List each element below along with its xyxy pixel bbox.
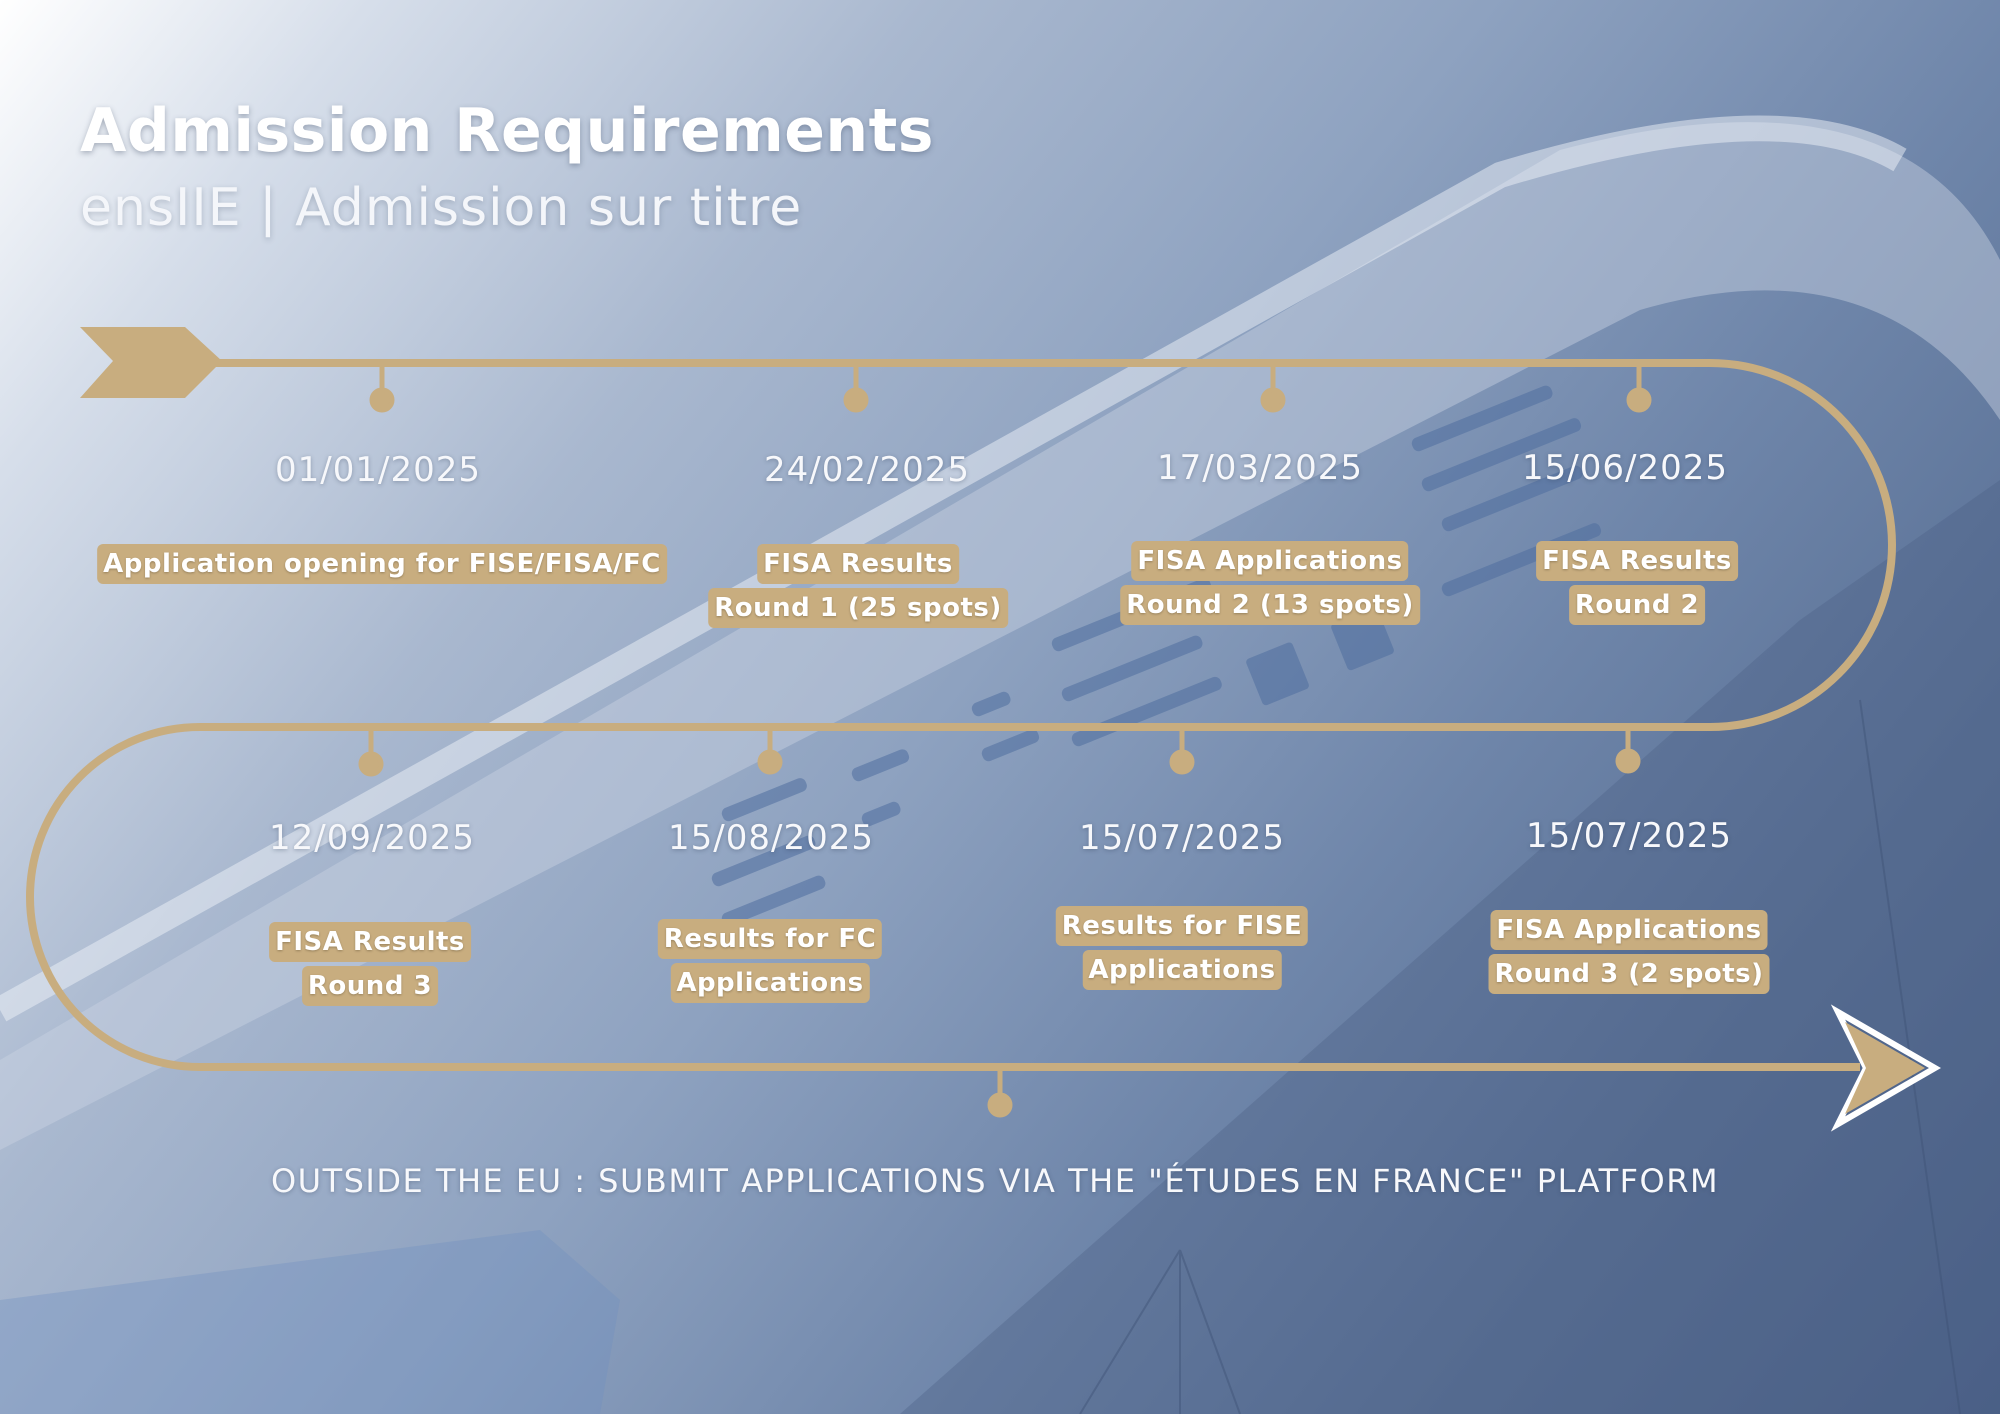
connector-dot [1169,749,1195,775]
milestone-label-line: Results for FC [657,919,883,959]
milestone-label: FISA Applications Round 3 (2 spots) [1488,910,1770,998]
milestone-label-line: Round 3 (2 spots) [1488,954,1770,994]
milestone-label-line: FISA Applications [1131,541,1409,581]
milestone-label: Results for FC Applications [657,919,883,1007]
page-subtitle: ensIIE | Admission sur titre [80,178,803,238]
page-title: Admission Requirements [80,96,935,166]
milestone-label-line: Round 2 [1568,585,1706,625]
connector-dot [843,387,869,413]
start-arrow-icon [80,327,222,398]
milestone-label-line: FISA Results [757,544,959,584]
milestone-date: 01/01/2025 [275,450,481,490]
milestone-label-line: Applications [1082,950,1282,990]
milestone-label-line: FISA Applications [1490,910,1768,950]
milestone-label: FISA Results Round 1 (25 spots) [708,544,1008,632]
connector-dot [1626,387,1652,413]
connector-dot-group [358,365,1652,1118]
footer-note: OUTSIDE THE EU : SUBMIT APPLICATIONS VIA… [270,1162,1720,1200]
connector-dot [1615,748,1641,774]
connector-dot [358,751,384,777]
milestone-date: 12/09/2025 [269,818,475,858]
milestone-date: 17/03/2025 [1157,448,1363,488]
milestone-label-line: Application opening for FISE/FISA/FC [97,544,667,584]
milestone-label: FISA Results Round 3 [269,922,471,1010]
connector-dot [1260,387,1286,413]
milestone-label-line: Round 2 (13 spots) [1120,585,1420,625]
milestone-label-line: Applications [670,963,870,1003]
milestone-date: 15/07/2025 [1526,816,1732,856]
connector-dot [757,749,783,775]
timeline-serpentine-line [26,359,1896,1071]
milestone-label: FISA Results Round 2 [1536,541,1738,629]
milestone-label: FISA Applications Round 2 (13 spots) [1120,541,1420,629]
connector-dot [369,387,395,413]
milestone-label-line: FISA Results [1536,541,1738,581]
milestone-date: 15/07/2025 [1079,818,1285,858]
milestone-label-line: Round 3 [301,966,439,1006]
milestone-label-line: FISA Results [269,922,471,962]
milestone-date: 15/08/2025 [668,818,874,858]
milestone-date: 15/06/2025 [1522,448,1728,488]
connector-dot [987,1092,1013,1118]
milestone-date: 24/02/2025 [764,450,970,490]
milestone-label: Results for FISE Applications [1055,906,1309,994]
end-arrow-icon [1830,1004,1942,1132]
milestone-label: Application opening for FISE/FISA/FC [97,544,667,588]
milestone-label-line: Results for FISE [1055,906,1309,946]
milestone-label-line: Round 1 (25 spots) [708,588,1008,628]
